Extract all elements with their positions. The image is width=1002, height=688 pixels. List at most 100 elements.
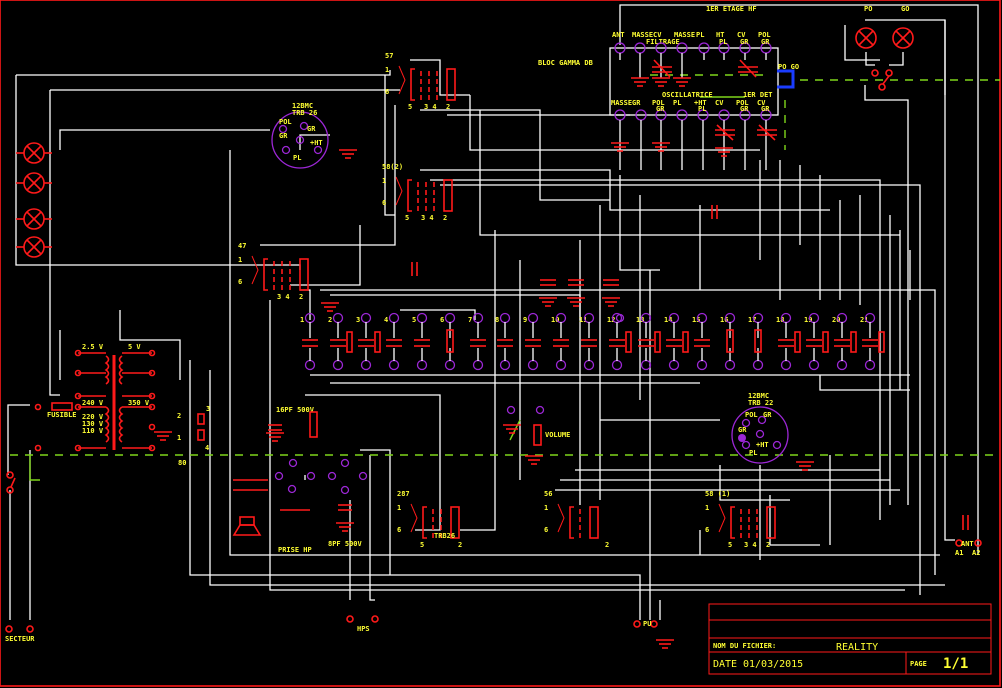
- pilot-lamps: [16, 142, 52, 258]
- hf-bottom-pin-label: PL: [673, 99, 681, 107]
- socket-top-gr1: GR: [279, 132, 288, 140]
- socket-bottom-ht: +HT: [756, 441, 769, 449]
- resistor-icon: [754, 329, 762, 353]
- speaker-section: PRISE HP 8PF 500V 16PF 500V VOLUME: [232, 313, 625, 554]
- tube-pin: 1: [705, 504, 709, 512]
- resistor-icon: [374, 331, 381, 353]
- file-name-value: REALITY: [836, 642, 878, 653]
- strip-terminal-number: 11: [579, 316, 587, 324]
- socket-top-name: 12BMC: [292, 102, 313, 110]
- strip-terminal-number: 3: [356, 316, 360, 324]
- resistor-icon: [625, 331, 632, 353]
- lamp-icon: [858, 30, 874, 46]
- hf-bottom-pin-label: POL: [652, 99, 665, 107]
- strip-terminal-bottom: [836, 359, 848, 371]
- tube-pin: 6: [382, 199, 386, 207]
- page-value: 1/1: [943, 656, 968, 672]
- resistor-icon: [446, 329, 454, 353]
- hf-bottom-pin-label2: GR: [656, 105, 665, 113]
- resistor-icon: [794, 331, 801, 353]
- tube-pin: 6: [705, 526, 709, 534]
- lamp-icon: [855, 27, 877, 49]
- resistor-icon: [726, 329, 734, 353]
- strip-terminal-number: 14: [664, 316, 672, 324]
- strip-terminal-top: [388, 312, 400, 324]
- po-go-lamps: PO GO: [855, 5, 946, 95]
- socket-top: 12BMC TRB 26 POL GR GR +HT PL: [271, 102, 329, 169]
- hf-top-pin-label: PL: [696, 31, 704, 39]
- strip-terminal-number: 10: [551, 316, 559, 324]
- go-lamp-label: GO: [901, 5, 909, 13]
- tube-cathode-lead: [251, 255, 259, 285]
- tube-t47-name: 47: [238, 242, 246, 250]
- strip-terminal-number: 18: [776, 316, 784, 324]
- tx-terminal: [34, 403, 42, 411]
- tube-pin: 3 4: [421, 214, 434, 222]
- tube-grid-bracket: [422, 506, 427, 539]
- tube-pin: 2: [605, 541, 609, 549]
- hf-bottom-pin-label: CV: [757, 99, 766, 107]
- strip-terminal-number: 12: [607, 316, 615, 324]
- tx-tap-110: 110 V: [82, 427, 104, 435]
- tx-prim-240: 240 V: [82, 399, 104, 407]
- strip-terminal-bottom: [752, 359, 764, 371]
- hf-bottom-pin-label2: GR: [740, 105, 749, 113]
- tube-pin: 5: [408, 103, 412, 111]
- tube-pin: 1: [382, 177, 386, 185]
- band-switch[interactable]: [777, 69, 795, 89]
- strip-terminal-top: [360, 312, 372, 324]
- strip-terminal-number: 5: [412, 316, 416, 324]
- strip-terminal-number: 21: [860, 316, 868, 324]
- hf-top-pin-label: ANT: [612, 31, 625, 39]
- strip-terminal-bottom: [640, 359, 652, 371]
- tube-grid-bracket: [410, 68, 415, 101]
- strip-terminal-number: 6: [440, 316, 444, 324]
- tx-tap-130: 130 V: [82, 420, 104, 428]
- title-block: NOM DU FICHIER: REALITY DATE 01/03/2015 …: [708, 603, 992, 675]
- hf-top-pin-label: CV: [653, 31, 662, 39]
- socket-top-pl: PL: [293, 154, 301, 162]
- strip-terminal-number: 7: [468, 316, 472, 324]
- resistor-icon: [878, 331, 885, 353]
- strip-terminal-bottom: [499, 359, 511, 371]
- strip-terminal-bottom: [360, 359, 372, 371]
- strip-terminal-top: [416, 312, 428, 324]
- t80-pin4: 4: [205, 444, 209, 452]
- strip-terminal-number: 9: [523, 316, 527, 324]
- tube-cathode-lead: [395, 176, 403, 206]
- socket-top-ht: +HT: [310, 139, 323, 147]
- tube-pin: 2: [446, 103, 450, 111]
- hf-top-pin-label2: GR: [740, 38, 749, 46]
- switch-contact: [327, 471, 337, 481]
- hf-top-pin-label: MASSE: [632, 31, 653, 39]
- tube-t287-name: 287: [397, 490, 410, 498]
- strip-terminal-number: 20: [832, 316, 840, 324]
- tube-pin: 5: [405, 214, 409, 222]
- tube-cathode-lead: [557, 503, 565, 533]
- tube-pin: 6: [544, 526, 548, 534]
- lamp-icon: [895, 30, 911, 46]
- tx-tap-220: 220 V: [82, 413, 104, 421]
- tx-hv-350: 350 V: [128, 399, 150, 407]
- tube-t57-name: 57: [385, 52, 393, 60]
- strip-terminal-number: 17: [748, 316, 756, 324]
- switch-contact: [306, 471, 316, 481]
- hf-bottom-pin-label: MASSE: [611, 99, 632, 107]
- tube-anode: [450, 506, 460, 539]
- ground-symbols: [154, 77, 814, 649]
- tube-pin: 2: [443, 214, 447, 222]
- hf-top-pin-label2: PL: [719, 38, 727, 46]
- tube-pin: 3 4: [277, 293, 290, 301]
- coil-winding: [104, 406, 110, 443]
- tube-anode: [443, 179, 453, 212]
- file-name-label: NOM DU FICHIER:: [713, 642, 776, 650]
- hf-top-pin-label2: GR: [761, 38, 770, 46]
- tube-anode: [446, 68, 456, 101]
- hf-block: 1ER ETAGE HF FILTRAGE OSCILLATRICE 1ER D…: [538, 5, 799, 170]
- strip-filter-caps: [411, 205, 718, 286]
- strip-terminal-number: 19: [804, 316, 812, 324]
- socket-top-sub: TRB 26: [292, 109, 317, 117]
